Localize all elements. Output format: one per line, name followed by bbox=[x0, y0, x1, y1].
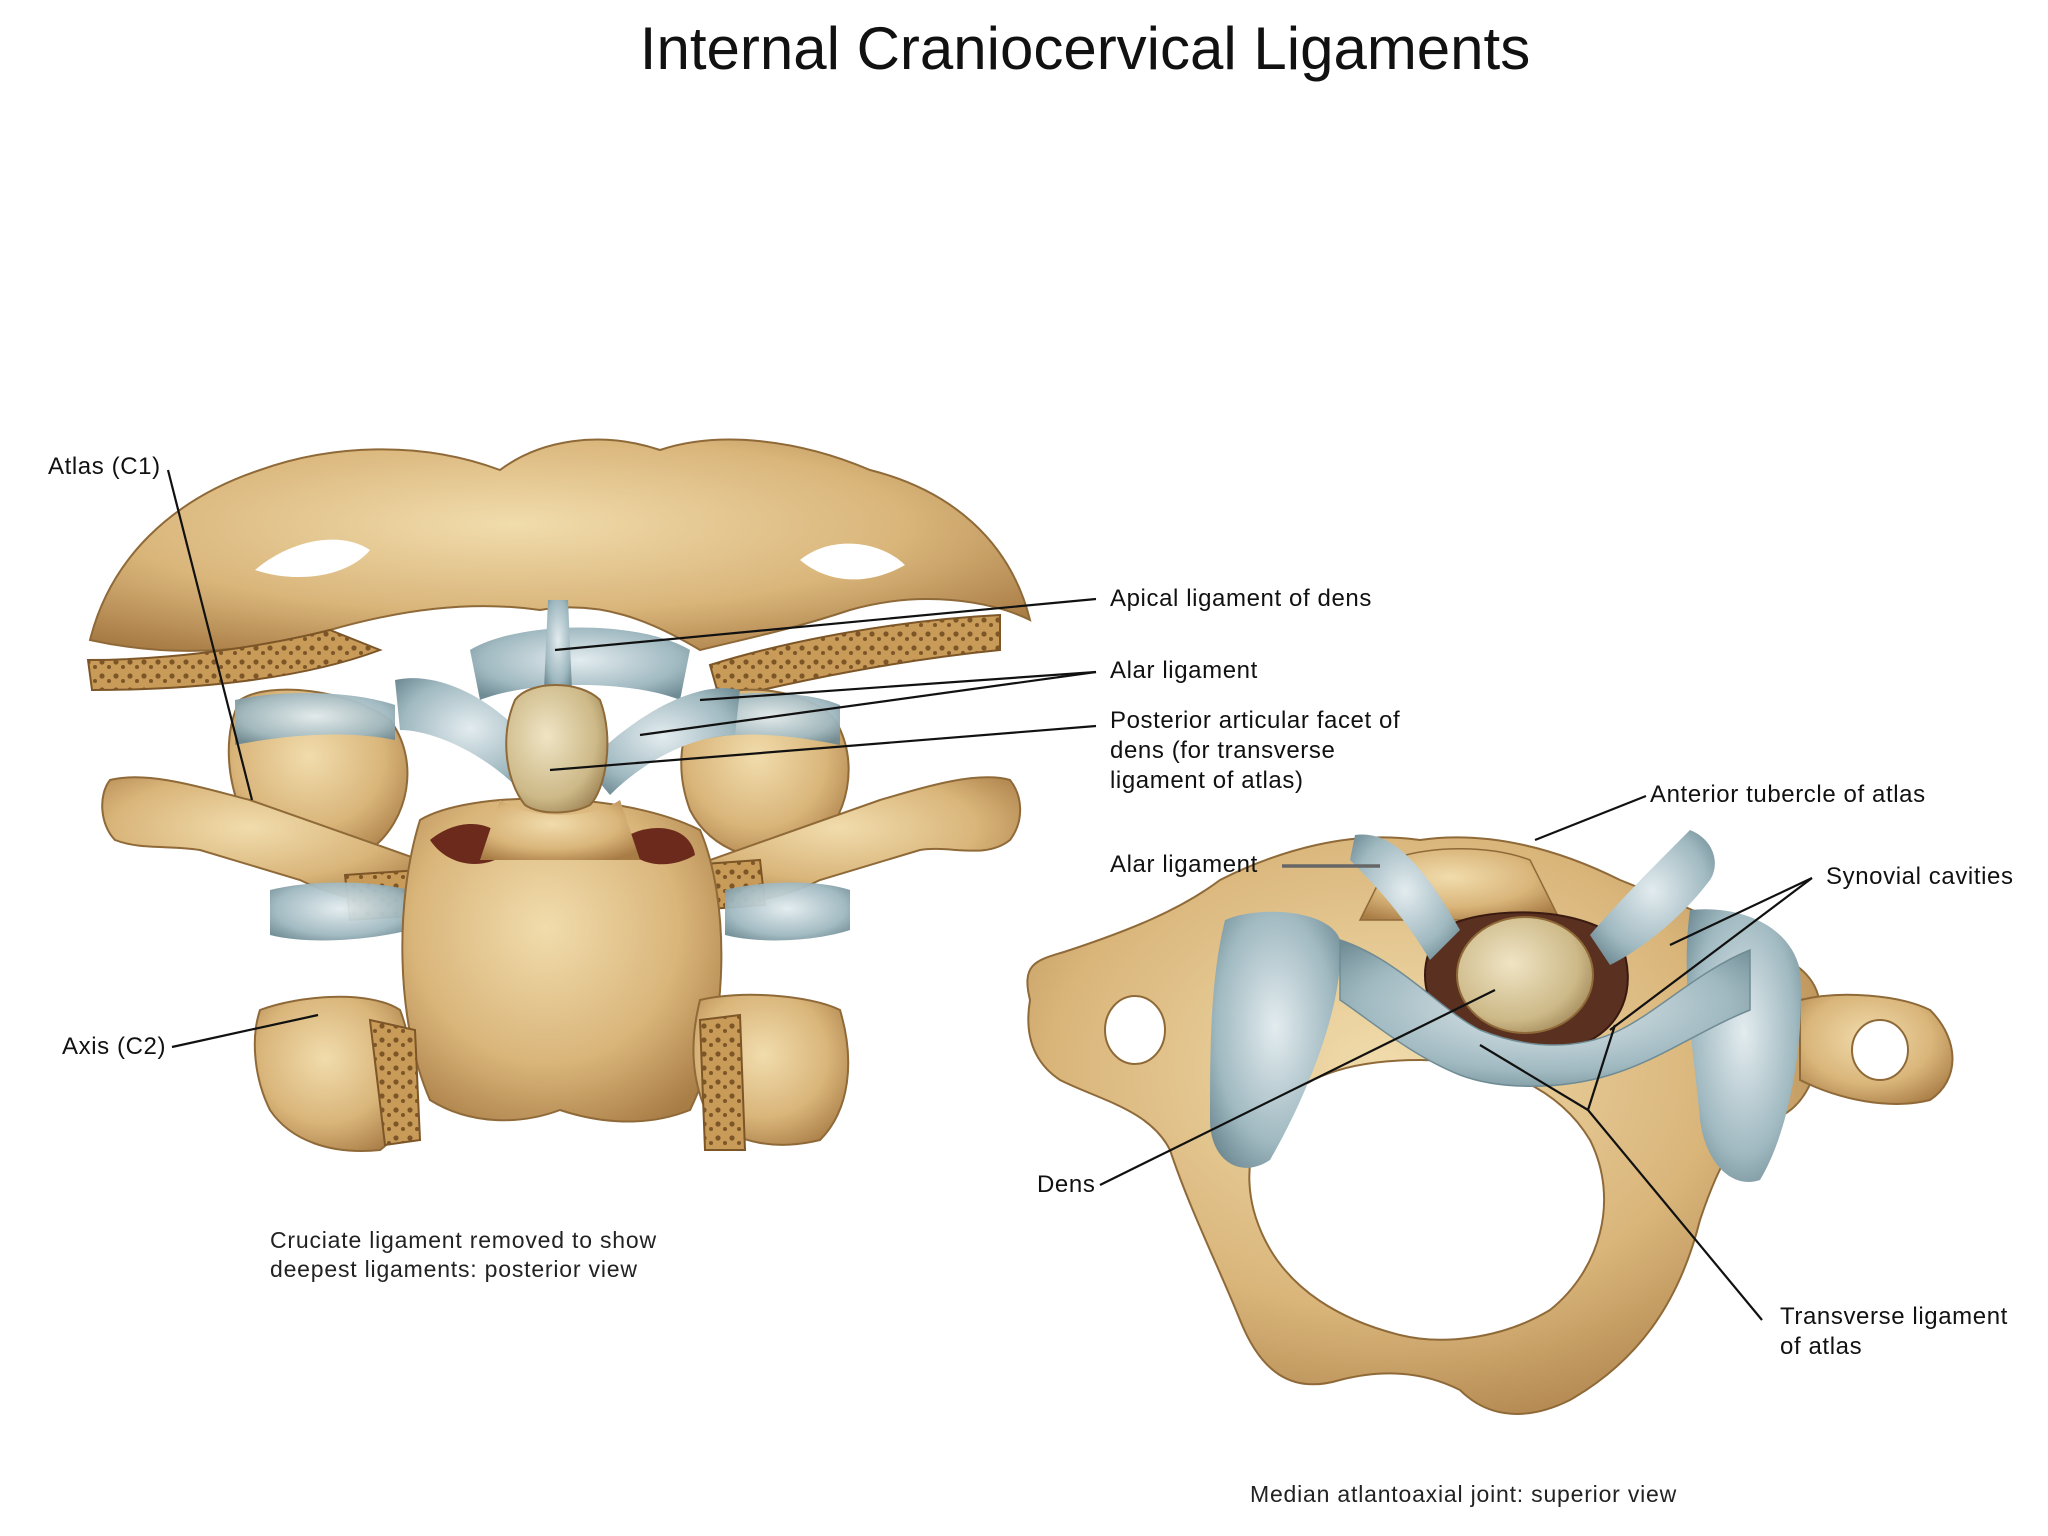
dens-superior bbox=[1456, 916, 1594, 1034]
alar-ligament-superior-right bbox=[1590, 830, 1715, 965]
superior-facet-left bbox=[1210, 911, 1341, 1168]
capsule-left-lower bbox=[270, 882, 410, 941]
leader-anterior-tubercle bbox=[1534, 794, 1647, 842]
dens-neck bbox=[480, 800, 640, 860]
caption-posterior-line-2: deepest ligaments: posterior view bbox=[270, 1256, 638, 1282]
label-alar-ligament: Alar ligament bbox=[1110, 657, 1258, 684]
occipital-cut-left bbox=[86, 628, 383, 692]
label-transverse-line-1: Transverse ligament bbox=[1780, 1303, 2008, 1330]
caption-posterior-view: Cruciate ligament removed to show deepes… bbox=[270, 1226, 657, 1284]
caption-superior-view: Median atlantoaxial joint: superior view bbox=[1250, 1481, 1678, 1507]
deep-membrane bbox=[470, 627, 690, 700]
leader-axis bbox=[171, 1013, 319, 1049]
label-axis: Axis (C2) bbox=[62, 1033, 167, 1060]
leader-facet bbox=[549, 724, 1097, 772]
apical-ligament bbox=[544, 600, 572, 690]
occipital-foramen-right bbox=[800, 543, 905, 580]
label-anterior-tubercle: Anterior tubercle of atlas bbox=[1650, 781, 1926, 808]
leader-synovial-1 bbox=[1669, 877, 1813, 946]
label-synovial-cavities: Synovial cavities bbox=[1826, 863, 2014, 890]
label-atlas: Atlas (C1) bbox=[48, 453, 161, 480]
capsule-left-upper bbox=[235, 693, 395, 745]
label-transverse-line-2: of atlas bbox=[1780, 1333, 1863, 1360]
leader-transverse-a bbox=[1587, 1109, 1763, 1321]
axis-left-cut bbox=[368, 1018, 422, 1147]
leader-alar-2 bbox=[699, 670, 1097, 702]
label-posterior-articular-facet: Posterior articular facet of dens (for t… bbox=[1110, 706, 1400, 796]
capsule-right-lower bbox=[725, 882, 850, 941]
axis-right-cut bbox=[698, 1013, 747, 1151]
label-dens: Dens bbox=[1037, 1171, 1096, 1198]
label-facet-line-1: Posterior articular facet of bbox=[1110, 707, 1401, 734]
label-transverse-ligament: Transverse ligament of atlas bbox=[1780, 1302, 2008, 1362]
superior-view-illustration bbox=[1026, 830, 1954, 1415]
leader-transverse-c bbox=[1586, 1024, 1617, 1111]
occipital-cut-right bbox=[708, 613, 1001, 702]
dens bbox=[505, 684, 609, 814]
leader-dens bbox=[1099, 989, 1496, 1186]
occipital-foramen-left bbox=[255, 539, 370, 578]
label-apical-ligament: Apical ligament of dens bbox=[1110, 585, 1372, 612]
foramen-right bbox=[620, 828, 695, 865]
transverse-foramen-right-hole bbox=[1851, 1019, 1909, 1081]
occipital-bone bbox=[88, 438, 1032, 652]
label-facet-line-2: dens (for transverse bbox=[1110, 737, 1336, 764]
leader-transverse-b bbox=[1479, 1044, 1589, 1111]
posterior-view-illustration bbox=[86, 438, 1032, 1152]
label-alar-ligament-superior: Alar ligament bbox=[1110, 851, 1258, 878]
alar-ligament-right bbox=[585, 688, 740, 795]
leader-apical bbox=[554, 597, 1097, 652]
page-title: Internal Craniocervical Ligaments bbox=[639, 15, 1531, 82]
leader-atlas bbox=[166, 469, 254, 801]
leader-lines bbox=[166, 469, 1813, 1321]
leader-synovial-2 bbox=[1609, 877, 1813, 1031]
transverse-foramen-left bbox=[1104, 995, 1166, 1065]
label-facet-line-3: ligament of atlas) bbox=[1110, 767, 1304, 794]
caption-posterior-line-1: Cruciate ligament removed to show bbox=[270, 1227, 657, 1253]
leader-alar-1 bbox=[639, 670, 1097, 737]
transverse-ligament bbox=[1339, 938, 1751, 1087]
